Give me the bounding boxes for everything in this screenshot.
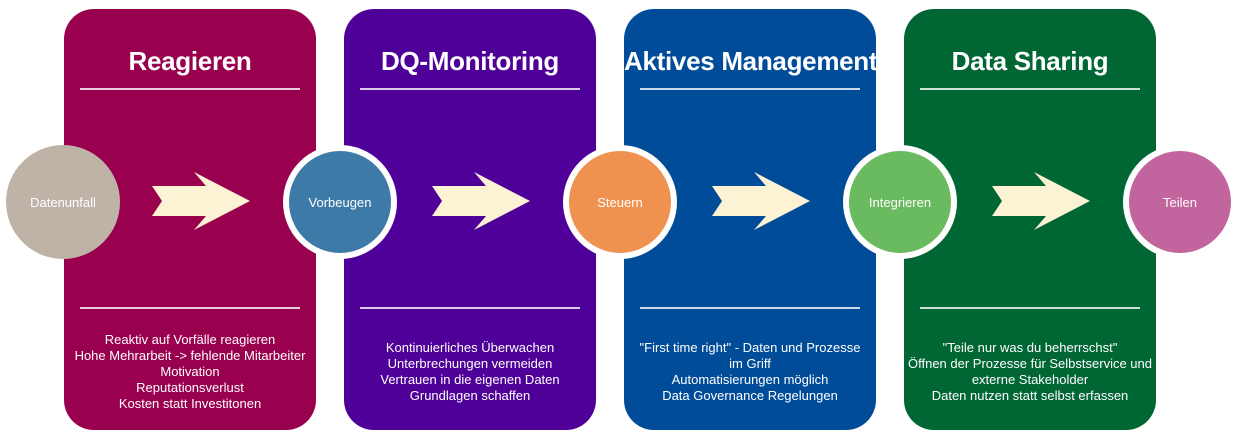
description-line: Motivation	[160, 364, 220, 379]
panel-description: Kontinuierliches Überwachen Unterbrechun…	[348, 340, 592, 404]
stage-circle-vorbeugen: Vorbeugen	[283, 145, 397, 259]
description-line: "Teile nur was du beherrschst"	[942, 340, 1118, 355]
divider	[640, 88, 860, 90]
panel-title: Aktives Management	[624, 46, 878, 76]
description-line: "First time right" - Daten und Prozesse	[639, 340, 861, 355]
panel-title: Data Sharing	[951, 46, 1109, 76]
panel-title: Reagieren	[128, 46, 252, 76]
arrow-icon	[712, 172, 810, 230]
circle-label: Steuern	[597, 194, 643, 210]
divider	[360, 88, 580, 90]
panel-title: DQ-Monitoring	[380, 46, 560, 76]
description-line: Grundlagen schaffen	[409, 388, 531, 403]
description-line: Reaktiv auf Vorfälle reagieren	[104, 332, 276, 347]
circle-label: Datenunfall	[30, 194, 96, 210]
divider	[920, 88, 1140, 90]
divider	[80, 307, 300, 309]
panel-description: "Teile nur was du beherrschst" Öffnen de…	[908, 340, 1152, 404]
description-line: Daten nutzen statt selbst erfassen	[931, 388, 1129, 403]
circle-label: Integrieren	[868, 194, 932, 210]
description-line: Kontinuierliches Überwachen	[385, 340, 555, 355]
divider	[920, 307, 1140, 309]
stage-circle-datenunfall: Datenunfall	[6, 145, 120, 259]
arrow-icon	[432, 172, 530, 230]
description-line: Automatisierungen möglich	[671, 372, 829, 387]
description-line: Kosten statt Investitonen	[118, 396, 262, 411]
arrow-icon	[992, 172, 1090, 230]
divider	[80, 88, 300, 90]
stage-circle-integrieren: Integrieren	[843, 145, 957, 259]
circle-label: Teilen	[1163, 194, 1197, 210]
description-line: Data Governance Regelungen	[662, 388, 838, 403]
description-line: Vertrauen in die eigenen Daten	[380, 372, 560, 387]
description-line: Reputationsverlust	[136, 380, 244, 395]
stage-circle-teilen: Teilen	[1123, 145, 1237, 259]
description-line: Unterbrechungen vermeiden	[387, 356, 553, 371]
circle-label: Vorbeugen	[308, 194, 372, 210]
panel-description: Reaktiv auf Vorfälle reagieren Hohe Mehr…	[68, 332, 312, 412]
divider	[360, 307, 580, 309]
stage-circle-steuern: Steuern	[563, 145, 677, 259]
description-line: Öffnen der Prozesse für Selbstservice un…	[908, 356, 1152, 371]
description-line: externe Stakeholder	[971, 372, 1089, 387]
description-line: Hohe Mehrarbeit -> fehlende Mitarbeiter	[74, 348, 306, 363]
divider	[640, 307, 860, 309]
description-line: im Griff	[729, 356, 771, 371]
panel-description: "First time right" - Daten und Prozesse …	[628, 340, 872, 404]
arrow-icon	[152, 172, 250, 230]
